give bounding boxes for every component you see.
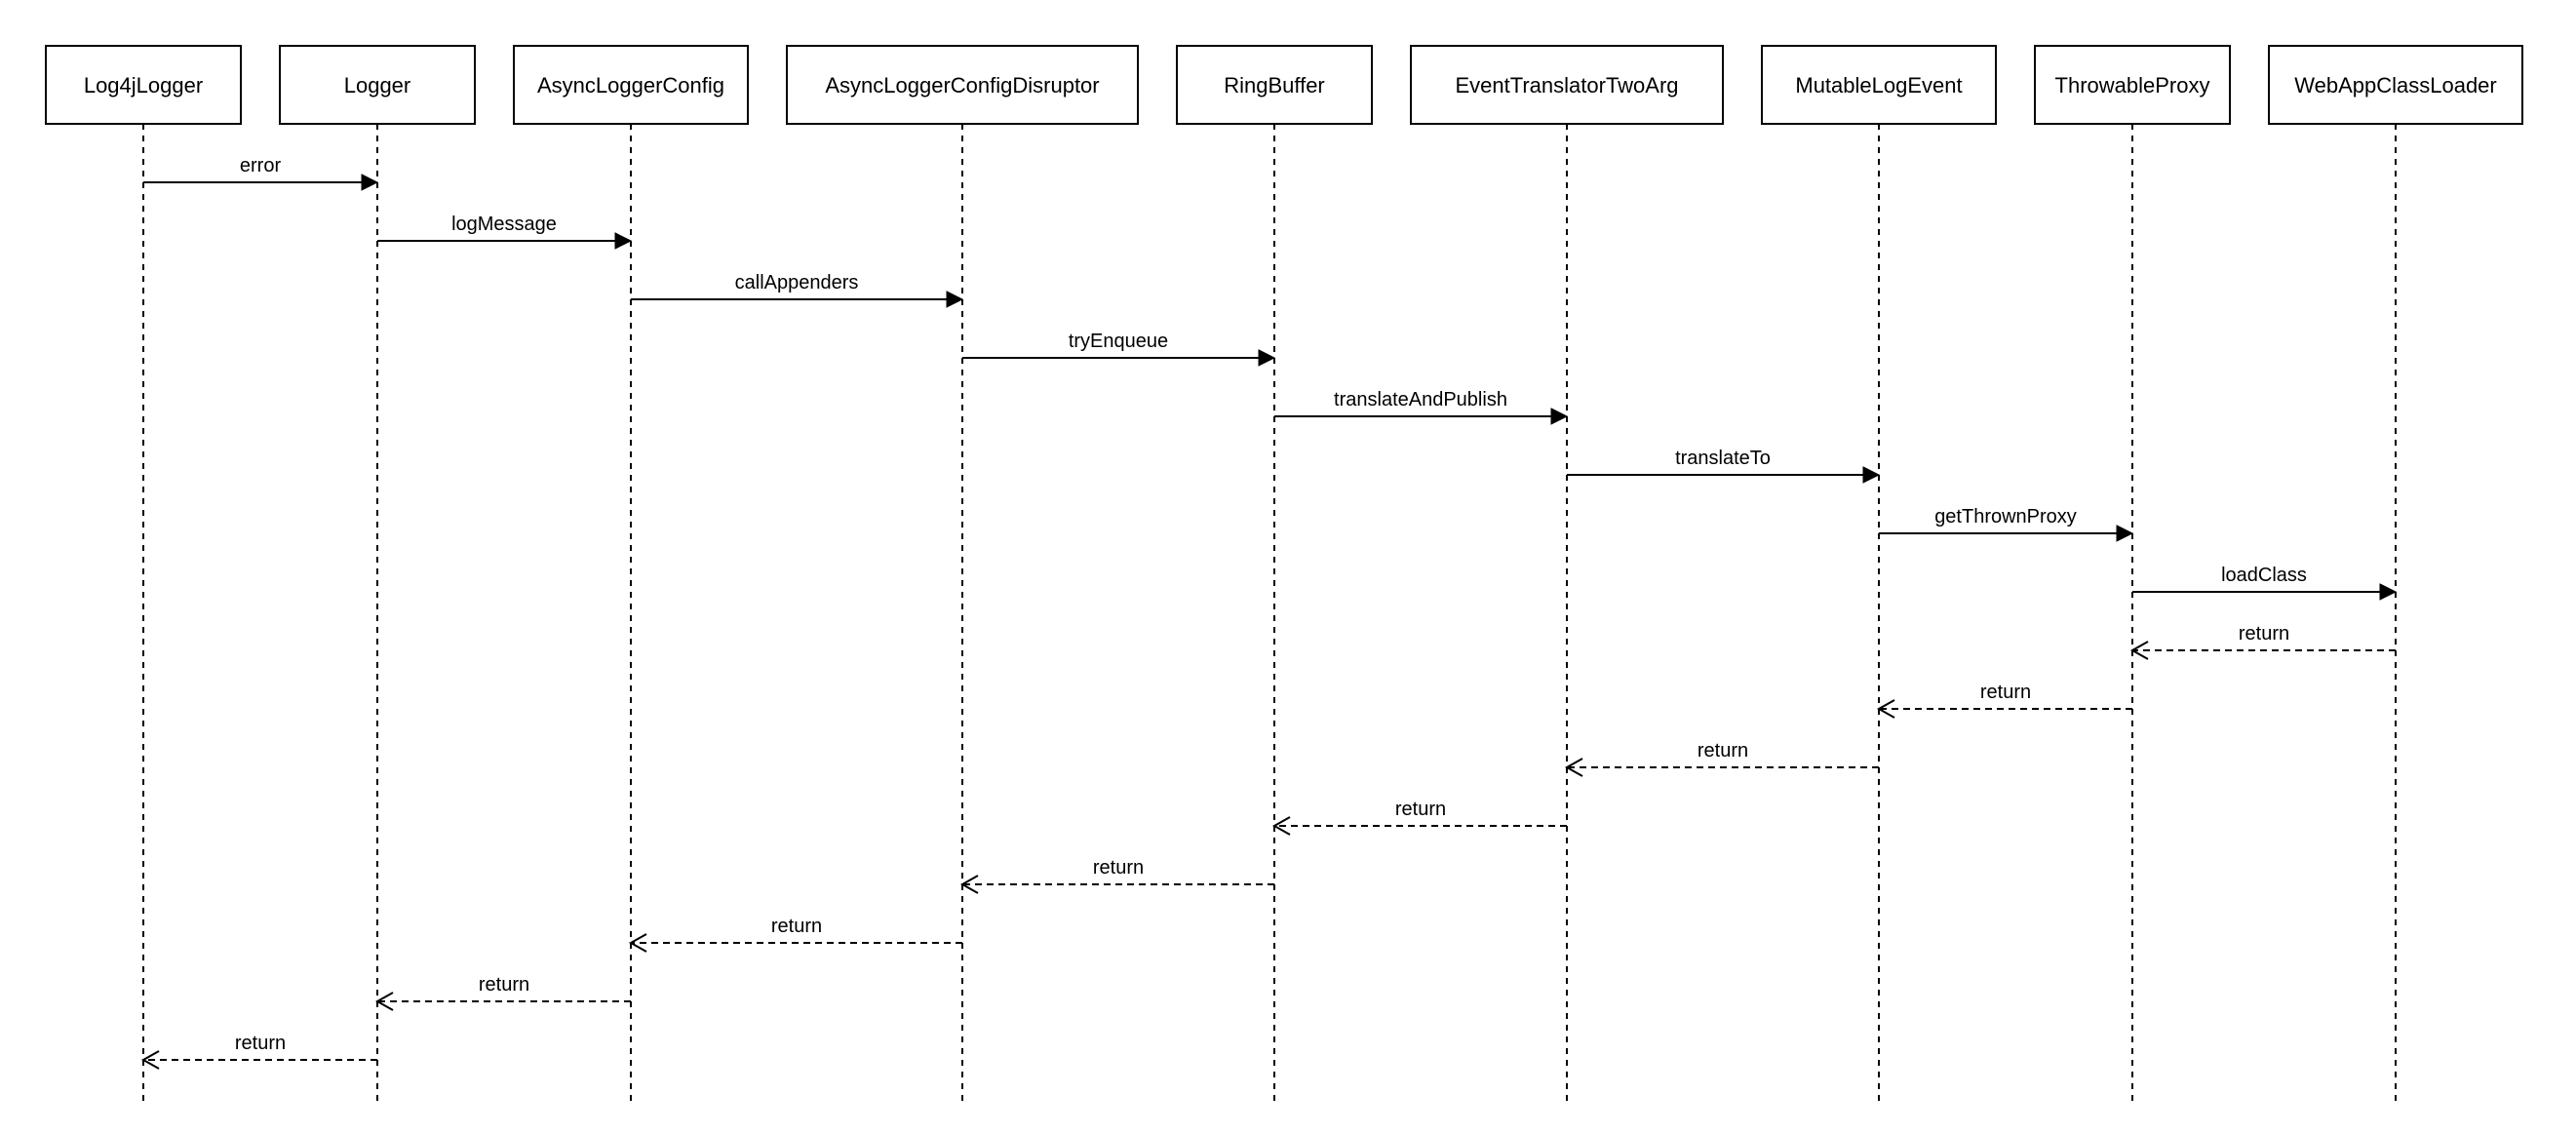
message-label: translateTo xyxy=(1675,448,1771,469)
return-message-14: return xyxy=(628,916,962,953)
participant-ringbuffer: RingBuffer xyxy=(1176,45,1373,125)
participant-box xyxy=(45,45,242,125)
message-label: return xyxy=(1395,799,1446,820)
open-arrowhead xyxy=(959,875,979,894)
call-message-1: error xyxy=(143,155,379,191)
filled-arrowhead xyxy=(1550,408,1569,425)
participant-asyncloggerconfig: AsyncLoggerConfig xyxy=(513,45,749,125)
participant-box xyxy=(1176,45,1373,125)
participant-label: AsyncLoggerConfig xyxy=(537,73,724,98)
return-message-11: return xyxy=(1564,740,1879,777)
participant-label: ThrowableProxy xyxy=(2055,73,2210,98)
message-label: tryEnqueue xyxy=(1069,331,1168,352)
filled-arrowhead xyxy=(946,291,964,308)
message-label: return xyxy=(1698,740,1748,762)
return-message-16: return xyxy=(140,1033,377,1070)
open-arrowhead xyxy=(1876,699,1895,719)
message-label: callAppenders xyxy=(735,272,859,293)
call-message-4: tryEnqueue xyxy=(962,331,1276,367)
filled-arrowhead xyxy=(2116,525,2134,542)
filled-arrowhead xyxy=(2379,583,2398,601)
call-message-6: translateTo xyxy=(1567,448,1881,484)
filled-arrowhead xyxy=(361,174,379,191)
participant-label: AsyncLoggerConfigDisruptor xyxy=(825,73,1099,98)
participant-logger: Logger xyxy=(279,45,476,125)
participant-box xyxy=(513,45,749,125)
message-label: translateAndPublish xyxy=(1334,389,1507,410)
message-label: return xyxy=(1980,682,2031,703)
participant-box xyxy=(1761,45,1997,125)
participant-eventtranslatortwoarg: EventTranslatorTwoArg xyxy=(1410,45,1724,125)
message-label: getThrownProxy xyxy=(1934,506,2077,527)
open-arrowhead xyxy=(1564,758,1583,777)
call-message-2: logMessage xyxy=(377,214,633,250)
return-message-10: return xyxy=(1876,682,2132,719)
participant-box xyxy=(1410,45,1724,125)
participants: Log4jLogger Logger AsyncLoggerConfig AsyncL… xyxy=(45,45,2523,125)
return-message-13: return xyxy=(959,857,1274,894)
message-label: error xyxy=(240,155,282,176)
participant-box xyxy=(2268,45,2523,125)
participant-throwableproxy: ThrowableProxy xyxy=(2034,45,2231,125)
participant-log4jlogger: Log4jLogger xyxy=(45,45,242,125)
participant-mutablelogevent: MutableLogEvent xyxy=(1761,45,1997,125)
message-label: return xyxy=(1093,857,1144,879)
message-label: return xyxy=(771,916,822,937)
call-message-5: translateAndPublish xyxy=(1274,389,1569,425)
call-message-7: getThrownProxy xyxy=(1879,506,2134,542)
return-message-15: return xyxy=(374,974,631,1011)
open-arrowhead xyxy=(2129,641,2149,660)
participant-asyncloggerconfigdisruptor: AsyncLoggerConfigDisruptor xyxy=(786,45,1139,125)
message-label: return xyxy=(479,974,529,996)
participant-label: WebAppClassLoader xyxy=(2294,73,2497,98)
filled-arrowhead xyxy=(614,232,633,250)
participant-label: Logger xyxy=(344,73,411,98)
message-label: loadClass xyxy=(2221,565,2307,586)
participant-label: EventTranslatorTwoArg xyxy=(1455,73,1678,98)
participant-box xyxy=(279,45,476,125)
participant-label: MutableLogEvent xyxy=(1795,73,1962,98)
lifelines xyxy=(142,124,2397,1102)
participant-box xyxy=(786,45,1139,125)
message-label: return xyxy=(235,1033,286,1054)
filled-arrowhead xyxy=(1258,349,1276,367)
open-arrowhead xyxy=(140,1050,160,1070)
messages: error logMessage callAppenders tryEnqueue tr… xyxy=(140,155,2398,1070)
open-arrowhead xyxy=(628,933,647,953)
open-arrowhead xyxy=(374,992,394,1011)
participant-label: RingBuffer xyxy=(1224,73,1325,98)
participant-webappclassloader: WebAppClassLoader xyxy=(2268,45,2523,125)
return-message-9: return xyxy=(2129,623,2396,660)
filled-arrowhead xyxy=(1862,466,1881,484)
message-label: logMessage xyxy=(451,214,557,235)
participant-box xyxy=(2034,45,2231,125)
message-label: return xyxy=(2239,623,2289,645)
call-message-3: callAppenders xyxy=(631,272,964,308)
return-message-12: return xyxy=(1271,799,1567,836)
call-message-8: loadClass xyxy=(2132,565,2398,601)
open-arrowhead xyxy=(1271,816,1291,836)
participant-label: Log4jLogger xyxy=(84,73,203,98)
